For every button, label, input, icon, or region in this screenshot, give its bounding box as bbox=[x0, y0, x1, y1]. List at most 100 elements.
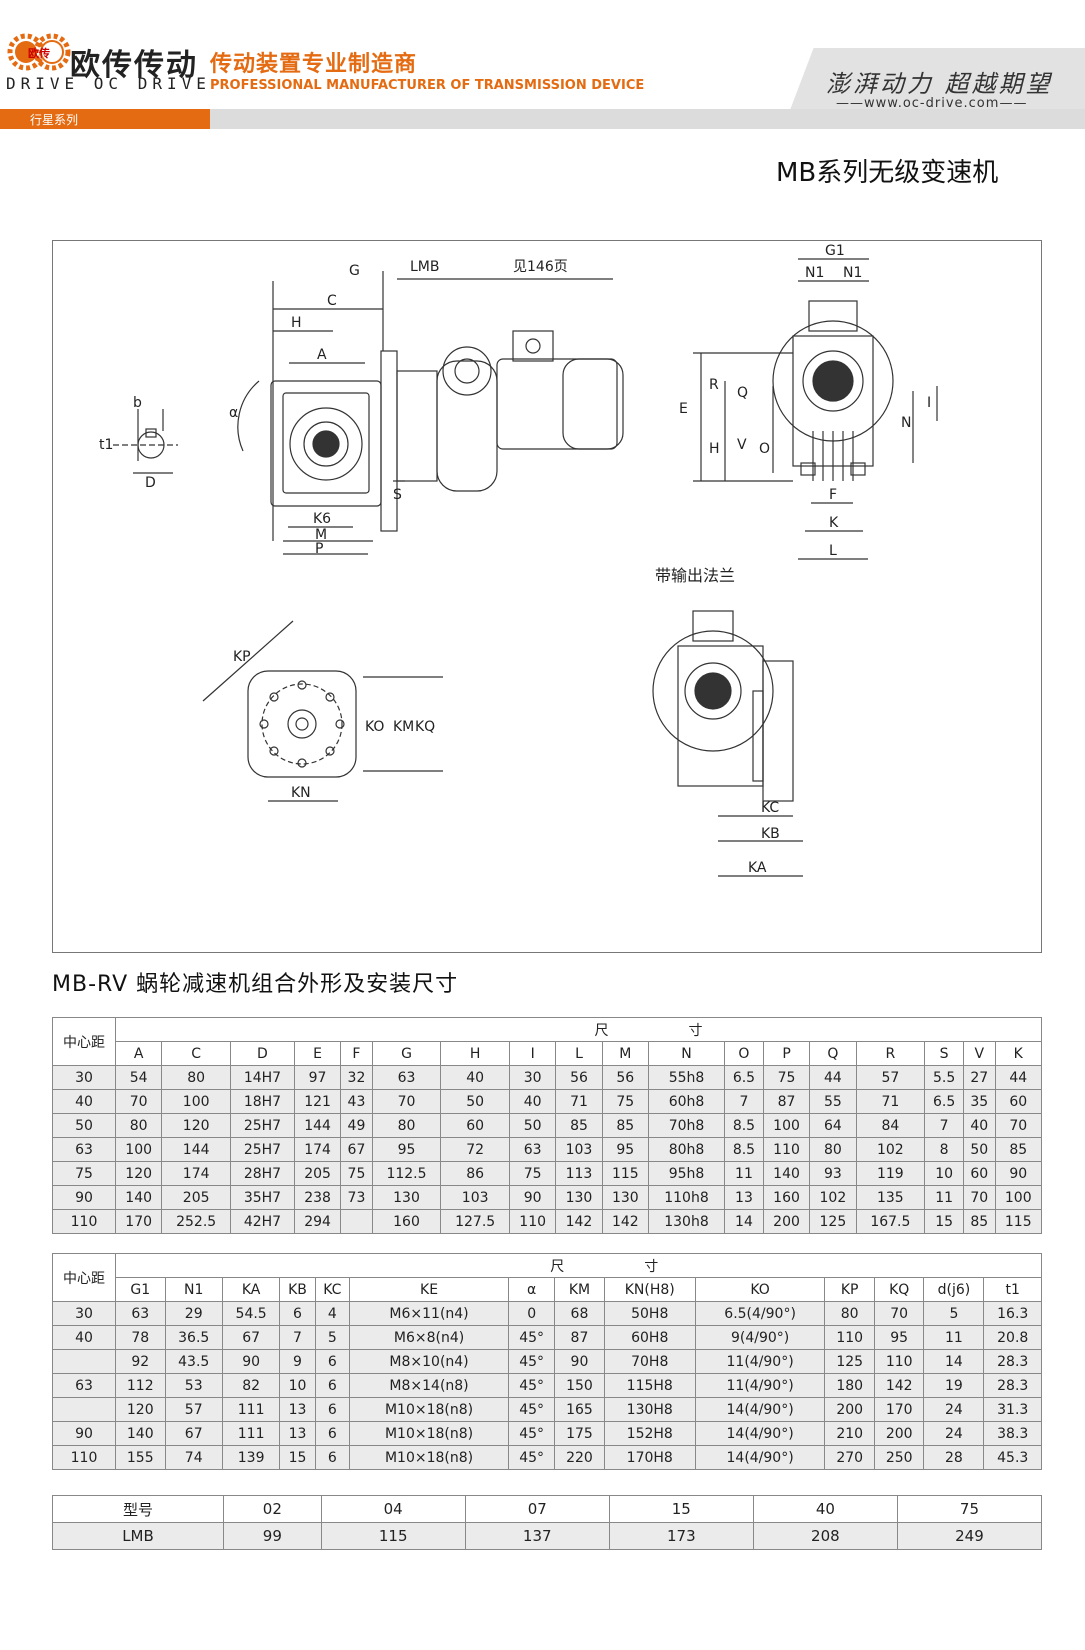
brand-name-cn: 欧传传动 bbox=[70, 48, 198, 83]
table-cell: 10 bbox=[924, 1161, 965, 1186]
column-header: C bbox=[161, 1041, 231, 1066]
table-cell: 80 bbox=[809, 1137, 857, 1162]
dim-label-H-front: H bbox=[709, 441, 720, 457]
table-cell: 70H8 bbox=[603, 1349, 696, 1374]
table-cell: 16.3 bbox=[983, 1301, 1042, 1326]
table-cell: 90 bbox=[508, 1185, 557, 1210]
table-cell: 40 bbox=[963, 1113, 996, 1138]
table-cell: 7 bbox=[924, 1113, 965, 1138]
table-cell: 27 bbox=[963, 1065, 996, 1090]
table-cell: 73 bbox=[340, 1185, 373, 1210]
table-cell: 95 bbox=[873, 1325, 925, 1350]
table-cell: 6 bbox=[279, 1301, 316, 1326]
column-header: t1 bbox=[983, 1277, 1042, 1302]
table-cell: 55h8 bbox=[647, 1065, 726, 1090]
table-cell: 8.5 bbox=[724, 1113, 764, 1138]
table-cell: 50 bbox=[963, 1137, 996, 1162]
table-cell: 140 bbox=[115, 1421, 166, 1446]
table-cell: 80 bbox=[371, 1113, 442, 1138]
table-cell: 112.5 bbox=[371, 1161, 442, 1186]
table-cell: 142 bbox=[601, 1209, 649, 1234]
table-cell: 40 bbox=[508, 1089, 557, 1114]
table-cell: 270 bbox=[824, 1445, 875, 1470]
lmb-cell: 137 bbox=[464, 1522, 610, 1550]
table-cell: 93 bbox=[809, 1161, 857, 1186]
table-cell: 24 bbox=[923, 1421, 985, 1446]
table-cell: 110 bbox=[873, 1349, 925, 1374]
table-cell: 120 bbox=[161, 1113, 231, 1138]
table-cell: 6 bbox=[314, 1373, 350, 1398]
table-cell: 220 bbox=[554, 1445, 605, 1470]
table-cell: 11 bbox=[724, 1161, 764, 1186]
table-cell: 60 bbox=[963, 1161, 996, 1186]
table-cell: 80 bbox=[161, 1065, 231, 1090]
table-cell: 135 bbox=[855, 1185, 926, 1210]
table-cell: 90 bbox=[221, 1349, 281, 1374]
table-cell: 115 bbox=[601, 1161, 649, 1186]
page-title: MB系列无级变速机 bbox=[776, 158, 999, 188]
table-cell: 6 bbox=[314, 1421, 350, 1446]
table-cell: 57 bbox=[855, 1065, 926, 1090]
table-cell: 252.5 bbox=[161, 1209, 231, 1234]
table-cell: 84 bbox=[855, 1113, 926, 1138]
table-cell: 67 bbox=[221, 1325, 281, 1350]
table-cell: 205 bbox=[293, 1161, 342, 1186]
table-cell: 175 bbox=[554, 1421, 605, 1446]
table-cell: 70h8 bbox=[647, 1113, 726, 1138]
table-cell: 87 bbox=[762, 1089, 811, 1114]
column-header: KQ bbox=[873, 1277, 925, 1302]
table-cell: 174 bbox=[161, 1161, 231, 1186]
table-cell: 250 bbox=[873, 1445, 925, 1470]
table-cell: 119 bbox=[855, 1161, 926, 1186]
table-cell: 85 bbox=[963, 1209, 996, 1234]
table-cell: 142 bbox=[555, 1209, 603, 1234]
table-cell: 90 bbox=[52, 1185, 116, 1210]
table-cell: 15 bbox=[279, 1445, 316, 1470]
table-cell: 103 bbox=[555, 1137, 603, 1162]
dim-label-N1-right: N1 bbox=[843, 265, 862, 281]
dim-label-S: S bbox=[393, 487, 402, 503]
table-cell: 44 bbox=[809, 1065, 857, 1090]
table-cell: 49 bbox=[340, 1113, 373, 1138]
dim-label-P: P bbox=[315, 541, 323, 557]
table-cell: 150 bbox=[554, 1373, 605, 1398]
table-header-row: 中心距尺寸 bbox=[52, 1253, 1043, 1302]
table-cell: 38.3 bbox=[983, 1421, 1042, 1446]
column-header: d(j6) bbox=[923, 1277, 985, 1302]
table-cell bbox=[52, 1397, 116, 1422]
dim-label-G1: G1 bbox=[825, 243, 845, 259]
table-cell: 14 bbox=[724, 1209, 764, 1234]
table-cell: 6 bbox=[314, 1349, 350, 1374]
column-header: KC bbox=[314, 1277, 350, 1302]
table-cell: 120 bbox=[114, 1161, 163, 1186]
table-cell: 30 bbox=[52, 1065, 116, 1090]
table-corner-cell: 中心距 bbox=[52, 1017, 116, 1066]
table-cell: 90 bbox=[994, 1161, 1042, 1186]
dim-label-alpha: α bbox=[229, 405, 238, 421]
dim-label-O: O bbox=[759, 441, 770, 457]
table-cell: 7 bbox=[724, 1089, 764, 1114]
table-cell: 74 bbox=[164, 1445, 223, 1470]
dim-label-D: D bbox=[145, 475, 156, 491]
table-header-row: 中心距尺寸 bbox=[52, 1017, 1043, 1066]
model-cell: 75 bbox=[896, 1495, 1043, 1523]
column-header: A bbox=[114, 1041, 163, 1066]
tagline-cn: 传动装置专业制造商 bbox=[210, 52, 418, 77]
column-header: F bbox=[340, 1041, 373, 1066]
table-cell: 36.5 bbox=[164, 1325, 223, 1350]
website-url: www.oc-drive.com bbox=[864, 96, 1000, 111]
table-cell: 60 bbox=[440, 1113, 510, 1138]
keyway-detail bbox=[113, 409, 178, 474]
table-cell: 115 bbox=[994, 1209, 1042, 1234]
table-cell: 140 bbox=[762, 1161, 811, 1186]
table-cell: 75 bbox=[508, 1161, 557, 1186]
table-cell: 31.3 bbox=[983, 1397, 1042, 1422]
table-cell: 20.8 bbox=[983, 1325, 1042, 1350]
dim-label-b: b bbox=[133, 395, 142, 411]
